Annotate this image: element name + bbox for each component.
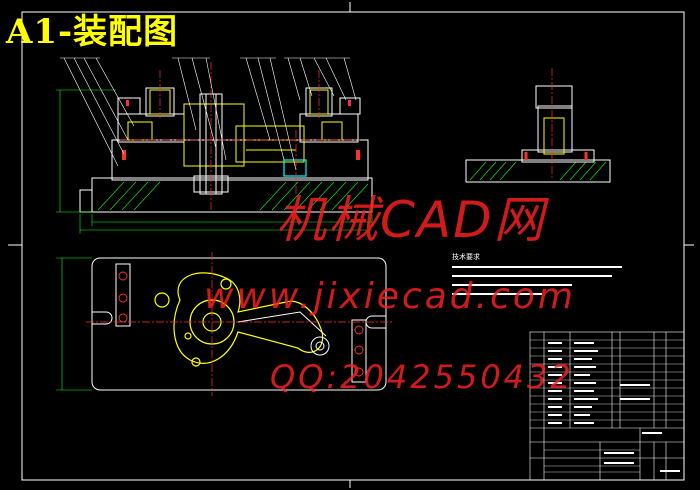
watermark-qq: QQ:2042550432 (270, 358, 574, 396)
side-body (537, 105, 573, 153)
right-clamp (339, 97, 361, 115)
side-base (465, 159, 611, 183)
border-tick-marks (8, 2, 694, 488)
watermark-cad-site: 机械CAD网 (276, 191, 546, 249)
plan-dimensions (56, 257, 92, 391)
side-hatch (469, 161, 607, 181)
side-yellow (543, 117, 565, 155)
watermark-url: www.jixiecad.com (204, 276, 576, 317)
left-clamp (117, 97, 141, 115)
arm-links (237, 311, 330, 356)
red-details (122, 100, 360, 160)
drawing-border (21, 11, 685, 481)
base-hatch (97, 181, 369, 211)
plan-view (56, 252, 392, 396)
side-head (535, 85, 573, 109)
technical-requirements-heading: 技术要求 (452, 253, 480, 261)
base-plate (91, 177, 373, 213)
plan-screws (118, 271, 364, 377)
cyan-pin (283, 159, 307, 177)
side-block (521, 149, 595, 163)
plan-centerlines (86, 252, 392, 396)
tech-req-marks (452, 266, 622, 295)
right-block (299, 113, 359, 143)
parts-list-rows (530, 339, 684, 473)
front-centerlines (120, 62, 360, 210)
part-leaders (60, 57, 357, 171)
side-view (465, 68, 611, 183)
parts-list-text-marks (548, 342, 680, 472)
front-dimensions (56, 89, 373, 234)
drawing-title: A1-装配图 (6, 12, 179, 52)
